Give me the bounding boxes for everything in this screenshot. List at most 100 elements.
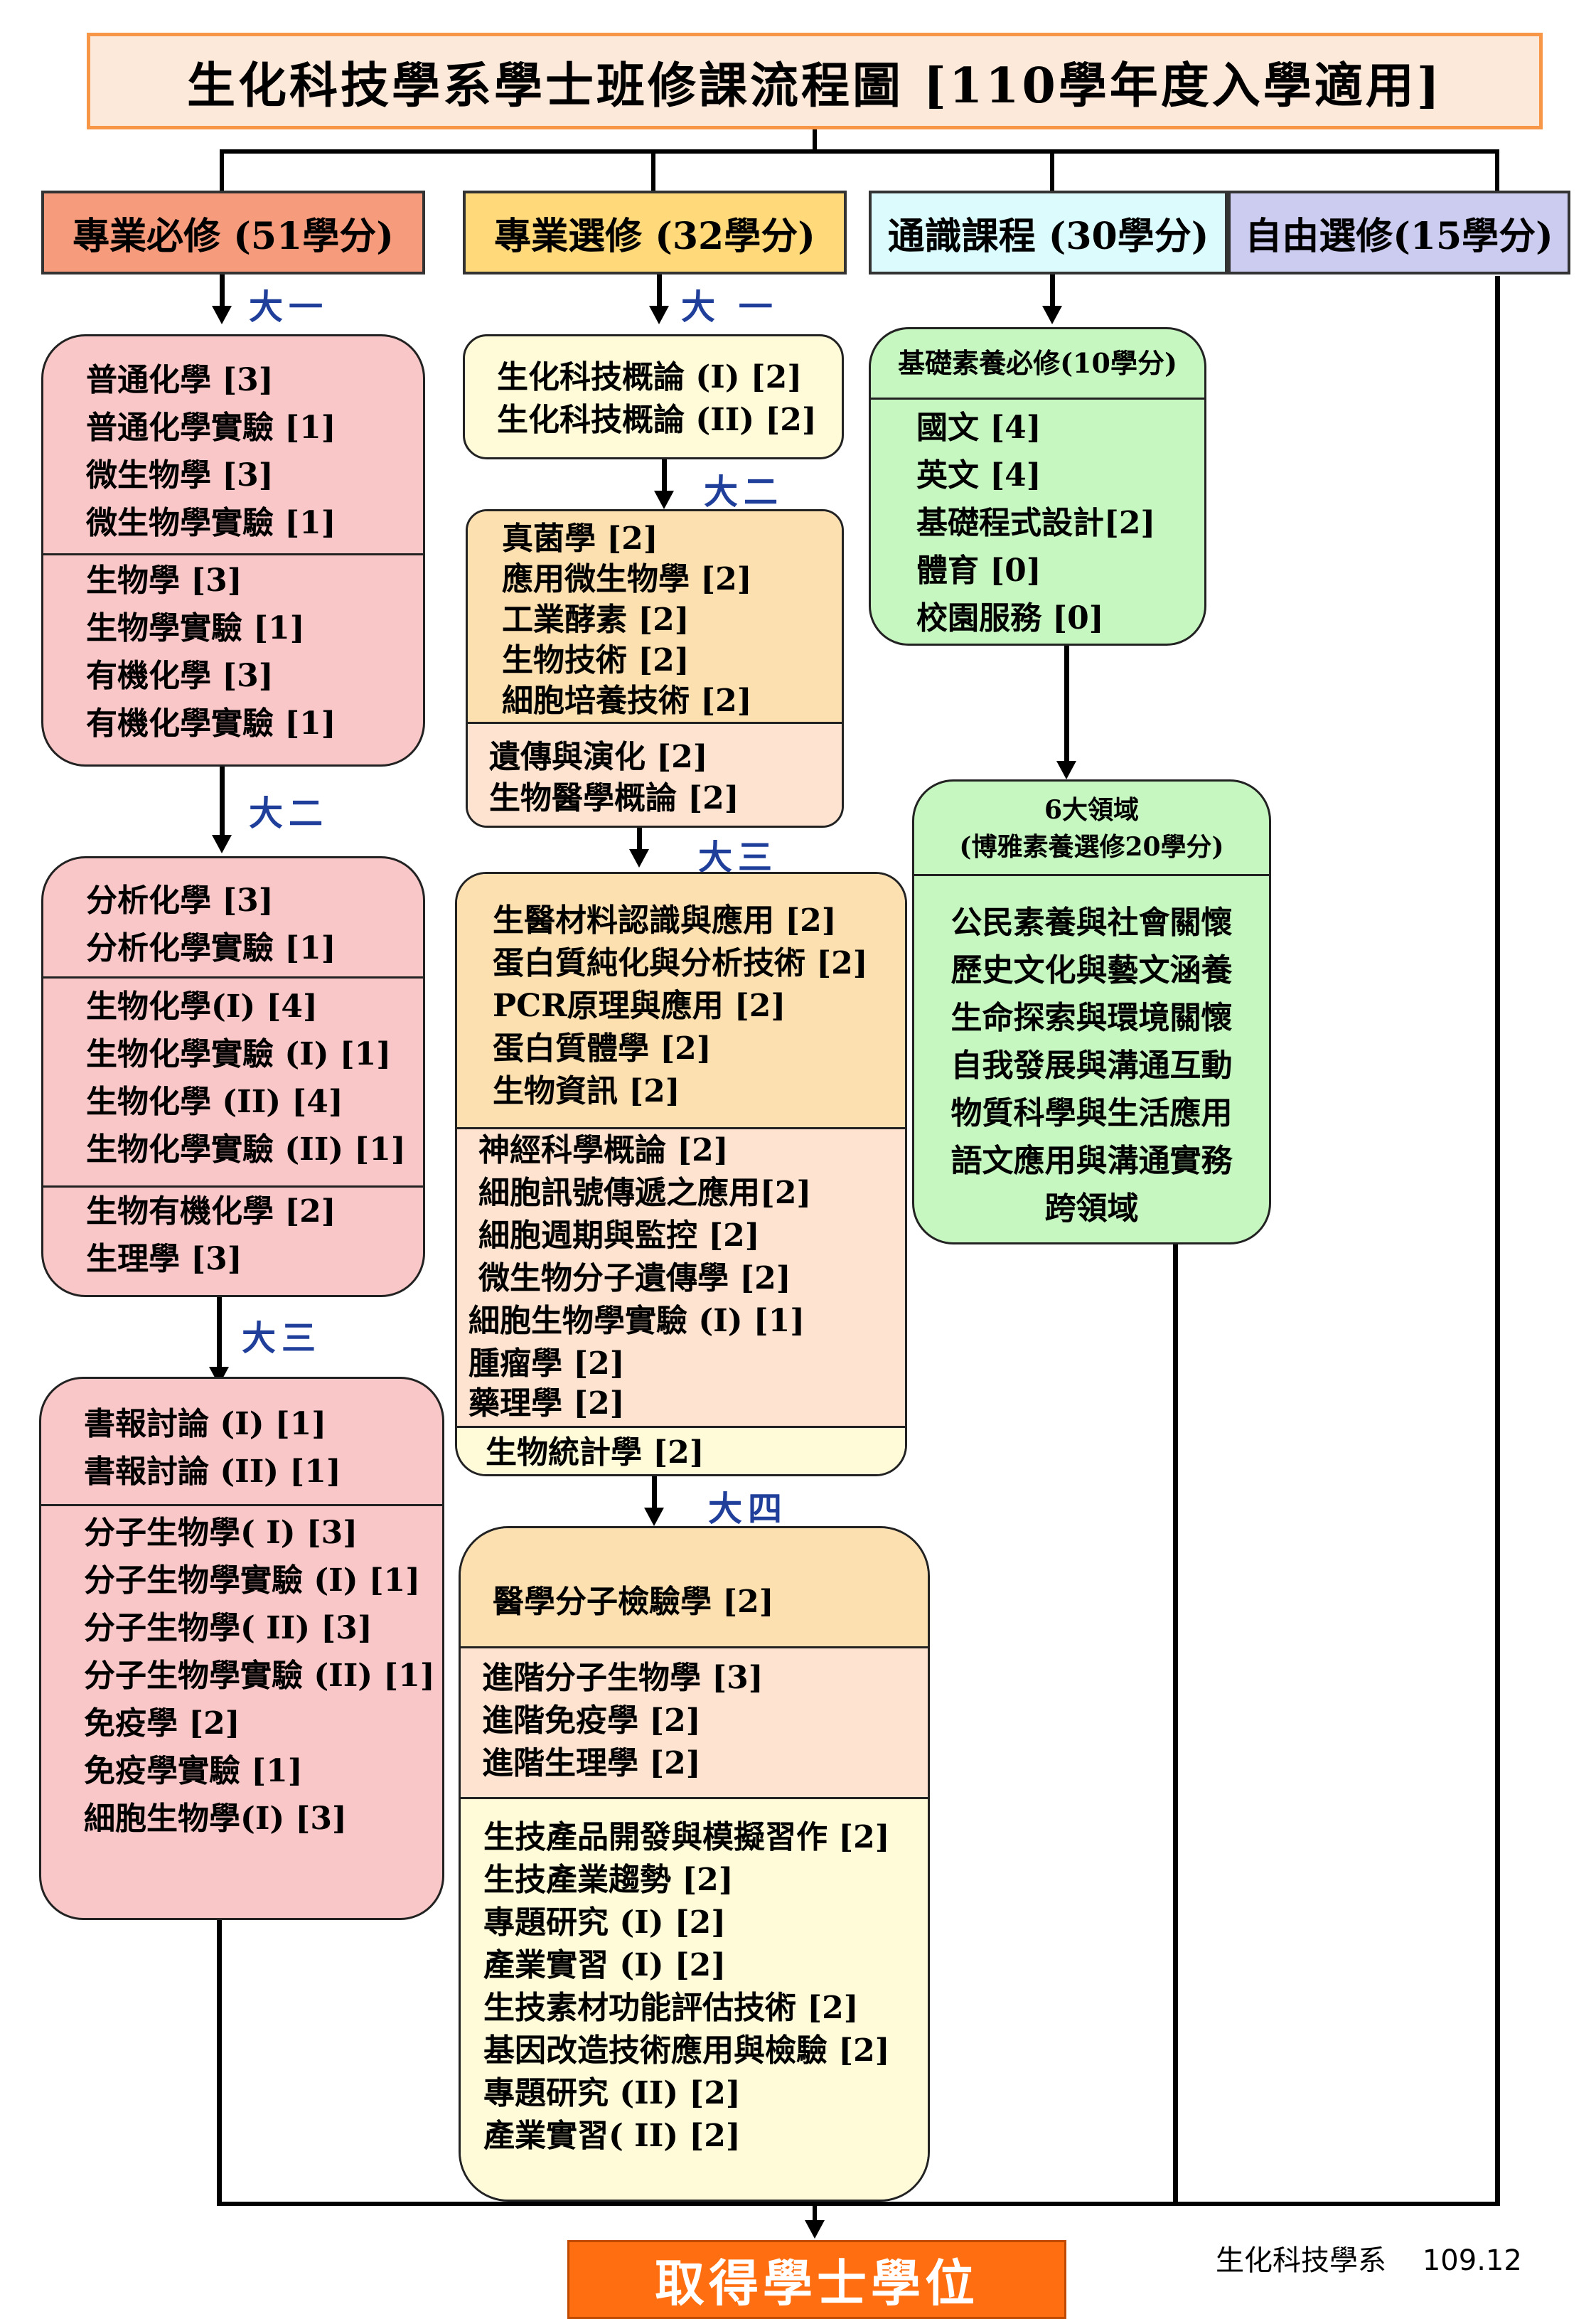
elective-year3-group-a: 生醫材料認識與應用 [2] 蛋白質純化與分析技術 [2] PCR原理與應用 [2… [457, 874, 905, 1127]
course-item: 英文 [4] [916, 457, 1041, 494]
course-item: 有機化學 [3] [86, 658, 274, 694]
course-item: PCR原理與應用 [2] [493, 988, 786, 1024]
elective-year3-group-b: 神經科學概論 [2] 細胞訊號傳遞之應用[2] 細胞週期與監控 [2] 微生物分… [457, 1127, 905, 1426]
required-year1-group-b: 生物學 [3] 生物學實驗 [1] 有機化學 [3] 有機化學實驗 [1] [43, 553, 423, 747]
year-label-1-elective: 大 一 [681, 287, 778, 327]
course-item: 書報討論 (II) [1] [84, 1454, 341, 1490]
course-item: 神經科學概論 [2] [478, 1132, 729, 1168]
required-year1-group-a: 普通化學 [3] 普通化學實驗 [1] 微生物學 [3] 微生物學實驗 [1] [43, 336, 423, 553]
course-item: 細胞生物學實驗 (I) [1] [468, 1303, 805, 1339]
course-item: 生技產品開發與模擬習作 [2] [483, 1819, 890, 1855]
course-item: 專題研究 (I) [2] [483, 1904, 727, 1941]
elective-year4-group-c: 生技產品開發與模擬習作 [2] 生技產業趨勢 [2] 專題研究 (I) [2] … [461, 1797, 928, 2200]
general-domains-header: 6大領域 (博雅素養選修20學分) [914, 782, 1269, 874]
header-elective: 專業選修 (32學分) [463, 191, 847, 274]
course-item: 有機化學實驗 [1] [86, 705, 336, 742]
course-item: 分子生物學( I) [3] [84, 1515, 358, 1551]
general-domains-title: 6大領域 [1044, 795, 1140, 825]
course-item: 分子生物學實驗 (II) [1] [84, 1658, 435, 1694]
course-item: 進階生理學 [2] [482, 1745, 701, 1781]
domain-item: 語文應用與溝通實務 [950, 1143, 1233, 1179]
header-general: 通識課程 (30學分) [869, 191, 1228, 274]
required-year1-box: 普通化學 [3] 普通化學實驗 [1] 微生物學 [3] 微生物學實驗 [1] … [41, 334, 425, 767]
course-item: 生物學 [3] [86, 563, 242, 599]
course-item: 生物學實驗 [1] [86, 610, 305, 646]
elective-year4-group-a: 醫學分子檢驗學 [2] [461, 1528, 928, 1646]
domain-item: 跨領域 [1044, 1190, 1139, 1227]
course-item: 生技產業趨勢 [2] [483, 1862, 734, 1898]
course-item: 工業酵素 [2] [502, 602, 690, 638]
required-year3-box: 書報討論 (I) [1] 書報討論 (II) [1] 分子生物學( I) [3]… [39, 1377, 444, 1920]
course-item: 生物化學 (II) [4] [86, 1084, 343, 1120]
course-item: 普通化學實驗 [1] [86, 410, 336, 446]
course-item: 分析化學 [3] [86, 883, 274, 919]
year-label-2-elective: 大二 [704, 472, 784, 512]
required-year3-group-a: 書報討論 (I) [1] 書報討論 (II) [1] [41, 1379, 442, 1504]
year-label-1-required: 大一 [249, 287, 329, 327]
course-item: 專題研究 (II) [2] [483, 2075, 741, 2111]
course-item: 免疫學實驗 [1] [84, 1753, 303, 1789]
domain-item: 公民素養與社會關懷 [950, 905, 1233, 941]
elective-year2-group-b: 遺傳與演化 [2] 生物醫學概論 [2] [468, 722, 842, 826]
course-item: 普通化學 [3] [86, 362, 274, 398]
course-item: 細胞生物學(I) [3] [84, 1801, 347, 1837]
course-item: 微生物學實驗 [1] [86, 505, 336, 541]
elective-year2-box: 真菌學 [2] 應用微生物學 [2] 工業酵素 [2] 生物技術 [2] 細胞培… [466, 509, 844, 828]
course-item: 生物有機化學 [2] [86, 1193, 336, 1230]
course-item: 生醫材料認識與應用 [2] [493, 902, 837, 939]
domain-item: 自我發展與溝通互動 [950, 1047, 1233, 1084]
required-year2-group-c: 生物有機化學 [2] 生理學 [3] [43, 1185, 423, 1283]
general-domains-box: 6大領域 (博雅素養選修20學分) 公民素養與社會關懷 歷史文化與藝文涵養 生命… [912, 779, 1271, 1244]
course-item: 生物化學(I) [4] [86, 988, 318, 1025]
domain-item: 歷史文化與藝文涵養 [950, 952, 1233, 988]
general-basic-list: 國文 [4] 英文 [4] 基礎程式設計[2] 體育 [0] 校園服務 [0] [871, 398, 1204, 642]
general-domains-list: 公民素養與社會關懷 歷史文化與藝文涵養 生命探索與環境關懷 自我發展與溝通互動 … [914, 874, 1269, 1232]
course-item: 分子生物學( II) [3] [84, 1610, 373, 1646]
course-item: 免疫學 [2] [84, 1705, 240, 1742]
footer-note: 生化科技學系 109.12 [1216, 2244, 1522, 2277]
year-label-3-required: 大三 [242, 1318, 322, 1358]
course-item: 應用微生物學 [2] [502, 561, 752, 597]
course-item: 生物資訊 [2] [493, 1073, 680, 1109]
course-item: 生物統計學 [2] [486, 1434, 705, 1471]
course-item: 校園服務 [0] [916, 600, 1104, 636]
course-item: 產業實習 (I) [2] [483, 1947, 727, 1983]
course-item: 國文 [4] [916, 410, 1041, 446]
domain-item: 生命探索與環境關懷 [950, 1000, 1233, 1036]
course-item: 遺傳與演化 [2] [489, 739, 708, 775]
course-item: 藥理學 [2] [468, 1385, 625, 1422]
general-domains-subtitle: (博雅素養選修20學分) [959, 832, 1224, 862]
course-item: 生化科技概論 (I) [2] [497, 359, 803, 395]
course-item: 體育 [0] [916, 553, 1041, 589]
header-free: 自由選修(15學分) [1228, 191, 1570, 274]
course-item: 生理學 [3] [86, 1241, 242, 1277]
course-item: 書報討論 (I) [1] [84, 1406, 327, 1442]
elective-year4-box: 醫學分子檢驗學 [2] 進階分子生物學 [3] 進階免疫學 [2] 進階生理學 … [459, 1526, 930, 2202]
general-basic-title: 基礎素養必修(10學分) [898, 347, 1177, 379]
course-item: 微生物分子遺傳學 [2] [478, 1260, 791, 1296]
course-item: 蛋白質純化與分析技術 [2] [493, 945, 868, 981]
required-year2-group-a: 分析化學 [3] 分析化學實驗 [1] [43, 858, 423, 976]
course-item: 生技素材功能評估技術 [2] [483, 1990, 859, 2026]
elective-year1-box: 生化科技概論 (I) [2] 生化科技概論 (II) [2] [463, 334, 844, 459]
course-item: 進階分子生物學 [3] [482, 1660, 764, 1696]
page-title: 生化科技學系學士班修課流程圖 [110學年度入學適用] [87, 33, 1543, 129]
elective-year3-group-c: 生物統計學 [2] [457, 1426, 905, 1474]
elective-year4-group-b: 進階分子生物學 [3] 進階免疫學 [2] 進階生理學 [2] [461, 1646, 928, 1797]
course-item: 生化科技概論 (II) [2] [497, 402, 817, 438]
course-item: 基因改造技術應用與檢驗 [2] [483, 2032, 890, 2069]
degree-box: 取得學士學位 [567, 2240, 1066, 2319]
course-item: 生物技術 [2] [502, 642, 690, 678]
general-basic-box: 基礎素養必修(10學分) 國文 [4] 英文 [4] 基礎程式設計[2] 體育 … [869, 327, 1206, 646]
course-item: 分子生物學實驗 (I) [1] [84, 1562, 421, 1599]
course-item: 產業實習( II) [2] [483, 2118, 741, 2154]
header-required: 專業必修 (51學分) [41, 191, 425, 274]
elective-year3-box: 生醫材料認識與應用 [2] 蛋白質純化與分析技術 [2] PCR原理與應用 [2… [455, 872, 907, 1476]
course-item: 腫瘤學 [2] [468, 1345, 625, 1382]
course-item: 基礎程式設計[2] [916, 505, 1156, 541]
required-year3-group-b: 分子生物學( I) [3] 分子生物學實驗 (I) [1] 分子生物學( II)… [41, 1504, 442, 1843]
course-item: 細胞培養技術 [2] [502, 683, 752, 719]
course-item: 醫學分子檢驗學 [2] [493, 1584, 774, 1620]
year-label-2-required: 大二 [249, 794, 329, 833]
course-item: 微生物學 [3] [86, 457, 274, 494]
